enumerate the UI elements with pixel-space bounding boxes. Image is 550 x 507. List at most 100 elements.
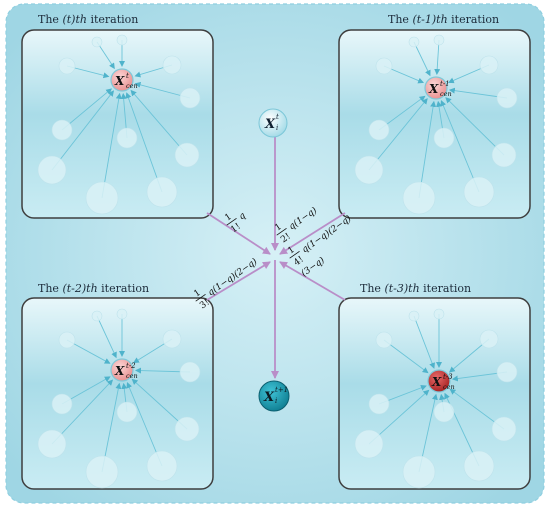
- neighbor-node: [463, 176, 495, 208]
- arrow-from-t-3: [279, 261, 346, 301]
- neighbor-node: [146, 176, 178, 208]
- spoke-edge: [51, 90, 115, 171]
- svg-text:X: X: [264, 117, 276, 132]
- center-node-sub: cen: [126, 82, 138, 90]
- neighbor-node: [58, 331, 76, 349]
- spoke-edge: [440, 100, 480, 193]
- svg-text:1: 1: [192, 288, 202, 299]
- center-node-label: X: [428, 82, 439, 96]
- panel-title-t-1: The (t-1)th iteration: [388, 13, 499, 26]
- neighbor-node: [463, 450, 495, 482]
- panel-title-t: The (t)th iteration: [38, 13, 138, 26]
- center-node-sub: cen: [126, 372, 138, 380]
- neighbor-node: [91, 310, 103, 322]
- neighbor-node: [37, 429, 67, 459]
- neighbor-node: [368, 393, 390, 415]
- node-x-i-t: X t i: [258, 108, 288, 138]
- neighbor-node: [491, 142, 517, 168]
- spoke-edge: [445, 97, 505, 156]
- center-node: [110, 358, 134, 382]
- neighbor-node: [116, 308, 128, 320]
- neighbor-node: [375, 331, 393, 349]
- arrow-from-t: [206, 212, 271, 255]
- neighbor-node: [162, 329, 182, 349]
- neighbor-node: [85, 181, 119, 215]
- neighbor-node: [496, 361, 518, 383]
- spoke-edge: [383, 339, 429, 374]
- svg-text:1: 1: [273, 222, 283, 233]
- neighbor-node: [433, 34, 445, 46]
- neighbor-node: [116, 401, 138, 423]
- neighbor-node: [174, 416, 200, 442]
- panel-title-t-3: The (t-3)th iteration: [360, 282, 471, 295]
- spoke-edge: [368, 98, 428, 171]
- center-node: [110, 68, 134, 92]
- spoke-edge: [51, 379, 114, 445]
- neighbor-node: [375, 57, 393, 75]
- panel-t: [21, 29, 214, 219]
- center-node-sub: cen: [440, 90, 452, 98]
- node-x-i-t-plus-1: X t+1 i: [258, 380, 290, 412]
- neighbor-node: [354, 155, 384, 185]
- panel-t-3: [338, 297, 531, 490]
- neighbor-node: [368, 119, 390, 141]
- spoke-edge: [130, 89, 188, 156]
- neighbor-node: [37, 155, 67, 185]
- neighbor-node: [58, 57, 76, 75]
- neighbor-node: [85, 455, 119, 489]
- center-node-label: X: [114, 74, 125, 88]
- center-node-sup: t-2: [126, 362, 136, 370]
- center-node: [427, 369, 451, 393]
- neighbor-node: [402, 181, 436, 215]
- spoke-edge: [413, 315, 435, 369]
- center-node-sup: t: [126, 72, 129, 80]
- neighbor-node: [174, 142, 200, 168]
- center-node-sup: t-3: [443, 373, 453, 381]
- neighbor-node: [479, 55, 499, 75]
- spoke-edge: [96, 315, 117, 359]
- neighbor-node: [479, 329, 499, 349]
- arrow-from-t-1: [279, 212, 346, 255]
- neighbor-node: [433, 308, 445, 320]
- svg-text:t: t: [276, 113, 279, 121]
- svg-text:1: 1: [286, 245, 296, 256]
- neighbor-node: [402, 455, 436, 489]
- neighbor-node: [162, 55, 182, 75]
- svg-text:X: X: [263, 390, 275, 405]
- center-node-sub: cen: [443, 383, 455, 391]
- svg-text:q: q: [237, 211, 248, 223]
- neighbor-node: [146, 450, 178, 482]
- neighbor-node: [433, 401, 455, 423]
- svg-text:1: 1: [223, 212, 233, 223]
- neighbor-node: [179, 87, 201, 109]
- neighbor-node: [51, 393, 73, 415]
- neighbor-node: [433, 127, 455, 149]
- spoke-edge: [413, 41, 431, 77]
- spoke-edge: [125, 92, 163, 193]
- neighbor-node: [51, 119, 73, 141]
- center-node-sup: t-1: [440, 80, 450, 88]
- spoke-edge: [434, 39, 441, 76]
- center-node: [424, 76, 448, 100]
- spoke-edge: [101, 92, 122, 199]
- neighbor-node: [408, 310, 420, 322]
- center-node-label: X: [114, 364, 125, 378]
- spoke-edge: [61, 88, 113, 131]
- neighbor-node: [354, 429, 384, 459]
- panel-t-1: [338, 29, 531, 219]
- neighbor-node: [408, 36, 420, 48]
- svg-text:i: i: [275, 397, 277, 405]
- center-node-label: X: [431, 375, 442, 389]
- svg-text:i: i: [276, 124, 278, 132]
- arrow-from-t-2: [206, 261, 271, 301]
- neighbor-node: [91, 36, 103, 48]
- panel-title-t-2: The (t-2)th iteration: [38, 282, 149, 295]
- neighbor-node: [496, 87, 518, 109]
- neighbor-node: [179, 361, 201, 383]
- neighbor-node: [116, 34, 128, 46]
- neighbor-node: [491, 416, 517, 442]
